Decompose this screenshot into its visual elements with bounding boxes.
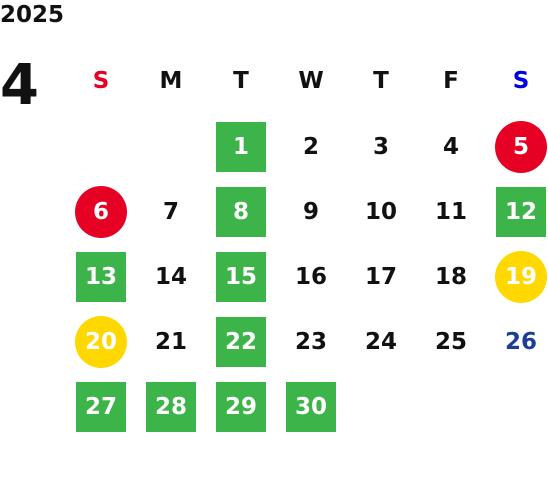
day-number: 13	[76, 251, 126, 302]
weekday-header-thursday: T	[373, 68, 389, 94]
day-number: 20	[75, 315, 127, 368]
calendar-day-cell: 21	[136, 309, 206, 374]
weekday-header-tuesday: T	[233, 68, 249, 94]
calendar-day-cell: 15	[206, 244, 276, 309]
weekday-header-wednesday: W	[298, 68, 324, 94]
calendar-day-cell: 2	[276, 114, 346, 179]
calendar-day-cell: 23	[276, 309, 346, 374]
day-number: 7	[162, 198, 179, 225]
calendar-day-cell: 28	[136, 374, 206, 439]
day-number: 11	[434, 198, 467, 225]
calendar-day-cell: 29	[206, 374, 276, 439]
calendar-day-cell: 26	[486, 309, 548, 374]
calendar-day-cell: 10	[346, 179, 416, 244]
calendar-day-cell: 20	[66, 309, 136, 374]
day-number: 26	[504, 328, 537, 355]
day-number: 19	[495, 250, 547, 303]
calendar-day-cell: 30	[276, 374, 346, 439]
weekday-header-friday: F	[443, 68, 459, 94]
calendar-day-cell: 9	[276, 179, 346, 244]
day-number: 18	[434, 263, 467, 290]
month-number: 4	[0, 53, 39, 118]
calendar-day-cell: 24	[346, 309, 416, 374]
day-number: 28	[146, 381, 196, 432]
day-number: 12	[496, 186, 546, 237]
day-number: 16	[294, 263, 327, 290]
day-number: 15	[216, 251, 266, 302]
calendar-day-cell: 13	[66, 244, 136, 309]
day-number: 10	[364, 198, 397, 225]
day-number: 14	[154, 263, 187, 290]
weekday-header-monday: M	[159, 68, 183, 94]
day-number: 21	[154, 328, 187, 355]
calendar-day-cell: 19	[486, 244, 548, 309]
calendar-day-cell: 22	[206, 309, 276, 374]
calendar-day-cell: 8	[206, 179, 276, 244]
weekday-header-saturday: S	[512, 68, 530, 94]
day-number: 3	[372, 133, 389, 160]
day-number: 9	[302, 198, 319, 225]
day-number: 17	[364, 263, 397, 290]
day-number: 4	[442, 133, 459, 160]
day-number: 29	[216, 381, 266, 432]
day-number: 24	[364, 328, 397, 355]
calendar-day-cell: 11	[416, 179, 486, 244]
calendar-day-cell: 5	[486, 114, 548, 179]
calendar-day-cell: 4	[416, 114, 486, 179]
weekday-header-sunday: S	[92, 68, 110, 94]
calendar-day-cell: 12	[486, 179, 548, 244]
calendar-day-cell: 6	[66, 179, 136, 244]
day-number: 2	[302, 133, 319, 160]
day-number: 25	[434, 328, 467, 355]
day-number: 27	[76, 381, 126, 432]
day-number: 30	[286, 381, 336, 432]
calendar-day-cell: 17	[346, 244, 416, 309]
calendar-day-cell: 25	[416, 309, 486, 374]
day-number: 22	[216, 316, 266, 367]
day-number: 8	[216, 186, 266, 237]
calendar-day-cell: 14	[136, 244, 206, 309]
day-number: 23	[294, 328, 327, 355]
day-number: 5	[495, 120, 547, 173]
calendar-day-cell: 1	[206, 114, 276, 179]
day-number: 6	[75, 185, 127, 238]
calendar-day-cell: 16	[276, 244, 346, 309]
day-number: 1	[216, 121, 266, 172]
year-label: 2025	[0, 2, 65, 28]
calendar-day-cell: 7	[136, 179, 206, 244]
calendar-day-cell: 3	[346, 114, 416, 179]
calendar-day-cell: 27	[66, 374, 136, 439]
calendar-day-cell: 18	[416, 244, 486, 309]
